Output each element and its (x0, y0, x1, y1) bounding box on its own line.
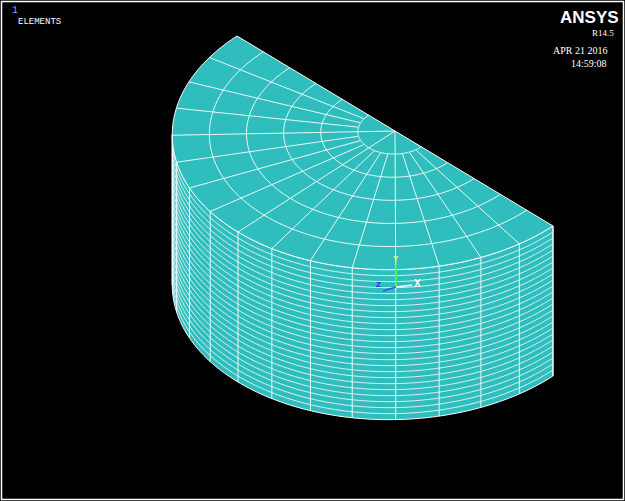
mesh-line (172, 132, 357, 136)
axis-label: Z (376, 281, 381, 289)
mesh-line (172, 261, 553, 396)
mesh-line (480, 257, 481, 407)
mesh-line (272, 151, 374, 249)
mesh-line (368, 131, 395, 148)
axis-label: Y (393, 255, 398, 263)
top-face (172, 36, 553, 270)
mesh-line (172, 135, 173, 285)
window-number: 1 (12, 6, 18, 16)
mesh-line (172, 279, 553, 414)
mesh-line (439, 266, 440, 416)
axis-line (396, 285, 412, 287)
axis-line (383, 287, 396, 291)
mesh-line (395, 270, 396, 420)
mesh-line (177, 136, 358, 162)
mesh-line (176, 162, 177, 312)
mesh-line (238, 148, 368, 232)
plot-time: 14:59:08 (571, 59, 607, 69)
mesh-line (410, 152, 481, 257)
plot-type: ELEMENTS (18, 18, 61, 27)
mesh-line (210, 145, 363, 212)
mesh-line (172, 273, 553, 408)
mesh-line (357, 131, 395, 133)
mesh-line (172, 255, 553, 390)
product-name: ANSYS (560, 9, 619, 26)
mesh-line (189, 188, 190, 338)
half-cylinder (172, 36, 553, 420)
mesh-line (395, 131, 396, 155)
mesh-line (416, 150, 519, 244)
mesh-line (310, 261, 311, 411)
mesh-line (352, 268, 353, 418)
mesh-line (310, 153, 380, 261)
mesh-line (519, 244, 520, 394)
mesh-line (189, 82, 360, 123)
plot-date: APR 21 2016 (553, 46, 607, 56)
mesh-line (238, 232, 239, 382)
mesh-line (553, 226, 554, 376)
mesh-line (271, 249, 272, 399)
mesh-line (395, 155, 397, 270)
axis-triad (383, 265, 412, 291)
axis-line (395, 265, 397, 287)
axis-label: X (414, 279, 421, 289)
mesh-line (172, 267, 553, 402)
mesh-line (210, 212, 211, 362)
mesh-line (176, 108, 357, 127)
mesh-line (209, 58, 363, 119)
mesh-line (352, 154, 387, 268)
mesh-line (403, 154, 440, 266)
release-number: R14.5 (592, 29, 614, 38)
